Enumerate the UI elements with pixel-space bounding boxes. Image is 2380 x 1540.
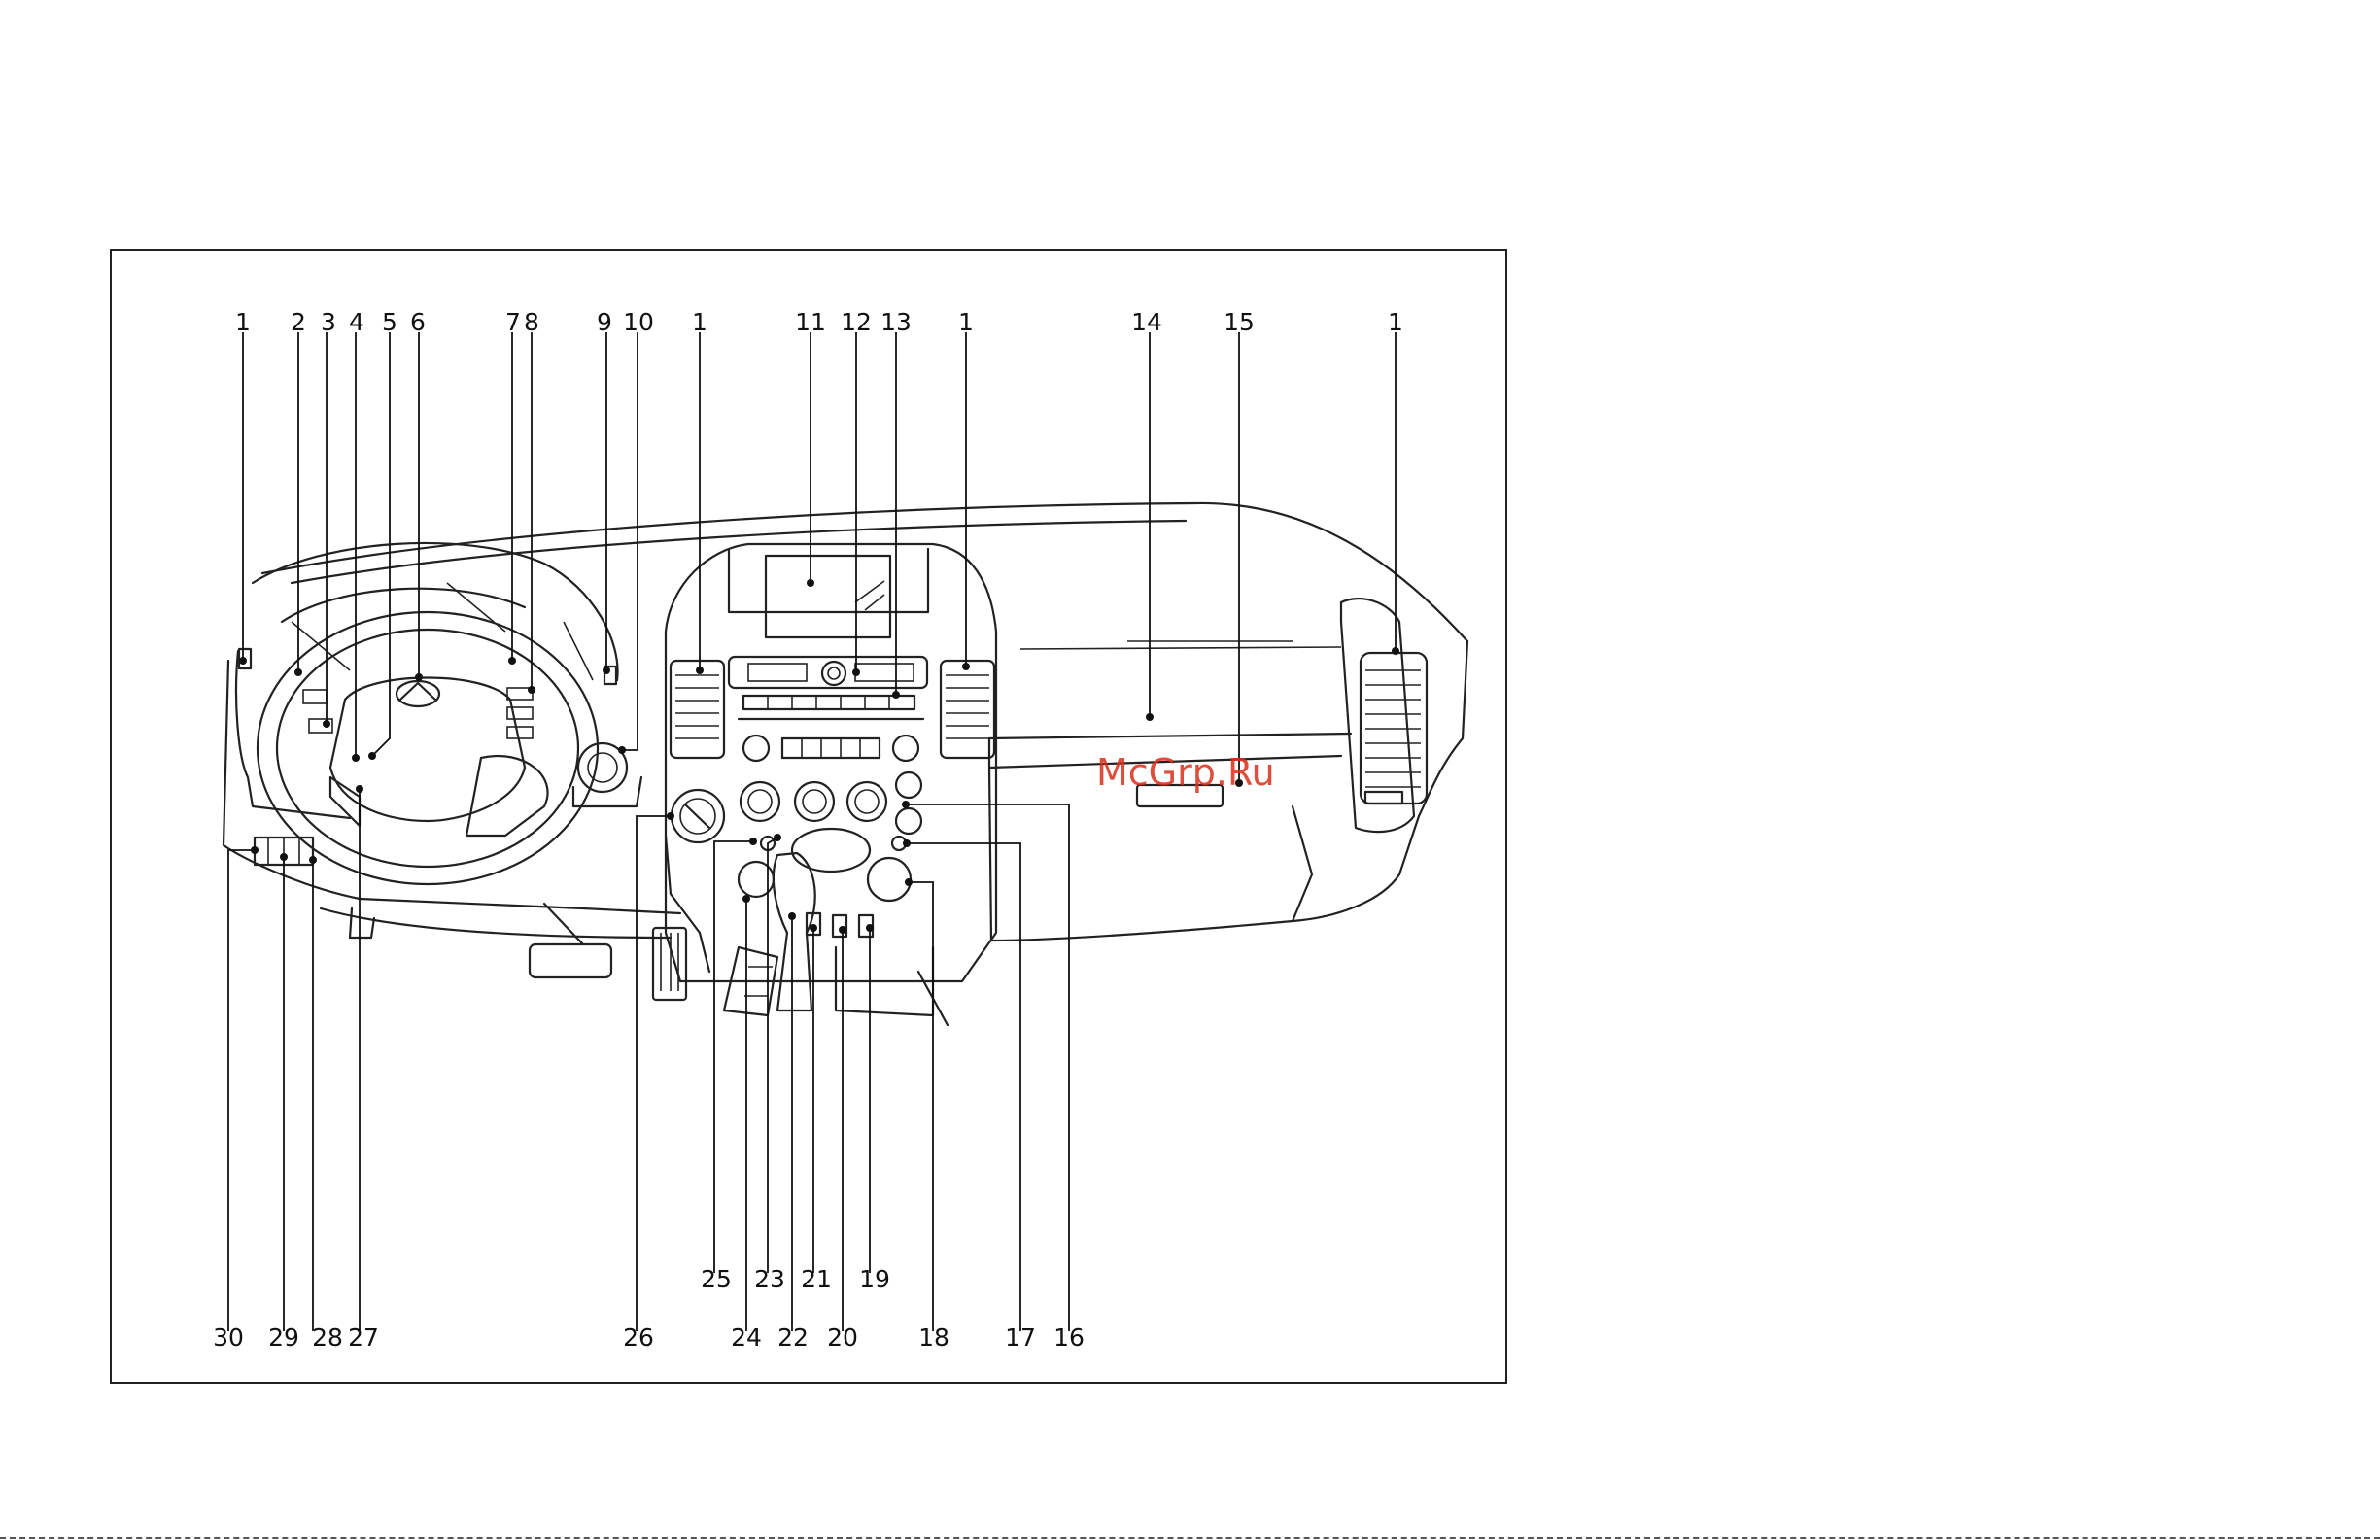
watermark-text: McGrp.Ru [1096,751,1275,794]
dashboard-body [224,503,1467,1025]
callout-29: 29 [268,1323,299,1352]
callout-10: 10 [623,308,654,336]
callouts-bottom-row2: 30 29 28 27 26 24 22 20 18 17 16 [213,1323,1085,1352]
callout-26: 26 [623,1323,654,1352]
callout-14: 14 [1131,308,1162,336]
callout-20: 20 [827,1323,858,1352]
callout-21: 21 [801,1265,832,1293]
page-bottom-rule [0,1537,2380,1539]
callout-24: 24 [731,1323,762,1352]
callout-25: 25 [701,1265,732,1293]
callout-28: 28 [312,1323,343,1352]
callout-8: 8 [524,308,539,336]
callout-1-d: 1 [1388,308,1403,336]
callouts-bottom-row1: 25 23 21 19 [701,1265,890,1293]
callout-2: 2 [291,308,306,336]
callout-4: 4 [349,308,364,336]
callout-1-b: 1 [692,308,707,336]
callout-1-c: 1 [958,308,974,336]
callout-6: 6 [410,308,426,336]
callout-23: 23 [754,1265,785,1293]
callout-11: 11 [795,308,826,336]
callout-27: 27 [348,1323,379,1352]
callout-18: 18 [918,1323,949,1352]
callout-19: 19 [859,1265,890,1293]
callout-15: 15 [1224,308,1255,336]
callout-22: 22 [777,1323,809,1352]
callout-12: 12 [841,308,872,336]
callout-30: 30 [213,1323,244,1352]
callout-3: 3 [321,308,336,336]
callout-9: 9 [597,308,612,336]
callout-16: 16 [1053,1323,1085,1352]
callouts-top: 1 2 3 4 5 6 7 8 9 10 1 11 12 13 1 14 15 … [235,308,1403,336]
callout-13: 13 [880,308,912,336]
callout-5: 5 [382,308,397,336]
callout-7: 7 [505,308,521,336]
callout-17: 17 [1005,1323,1036,1352]
callout-1-a: 1 [235,308,251,336]
